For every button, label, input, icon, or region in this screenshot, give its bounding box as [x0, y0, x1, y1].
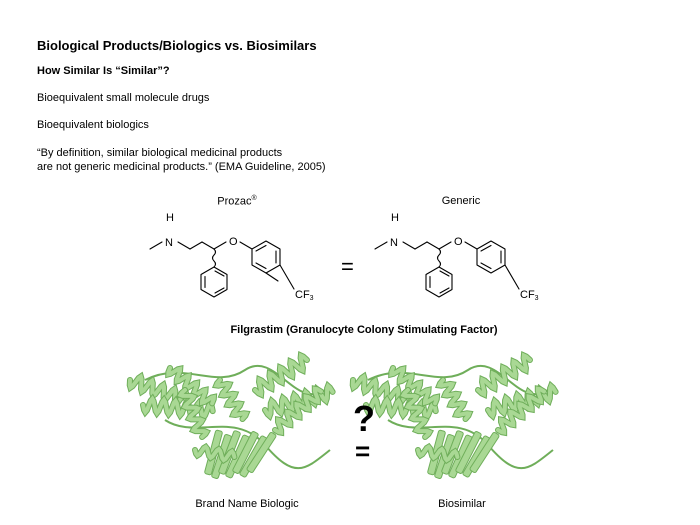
protein-equals-sign: = [355, 436, 371, 466]
generic-label: Generic [441, 195, 481, 207]
generic-cf3: CF3 [520, 289, 539, 302]
small-molecule-text: Bioequivalent small molecule drugs [37, 92, 210, 104]
molecule-equals-sign: = [341, 254, 354, 279]
ema-quote: “By definition, similar biological medic… [37, 146, 326, 174]
prozac-name: Prozac [217, 195, 252, 208]
prozac-cf-sub: 3 [310, 295, 314, 302]
generic-structure: H N O CF3 [374, 212, 539, 302]
prozac-label: Prozac® [217, 195, 256, 208]
generic-atom-o: O [454, 236, 463, 248]
brand-protein-ribbon [126, 350, 336, 479]
generic-atom-n: N [390, 237, 398, 249]
similarity-question-mark: ? [353, 398, 375, 439]
brand-biologic-label: Brand Name Biologic [195, 498, 299, 510]
prozac-atom-h: H [166, 212, 174, 224]
prozac-atom-o: O [229, 236, 238, 248]
filgrastim-heading: Filgrastim (Granulocyte Colony Stimulati… [230, 324, 498, 336]
biosimilar-protein-ribbon [349, 350, 559, 479]
slide-subtitle: How Similar Is “Similar”? [37, 65, 170, 77]
generic-atom-h: H [391, 212, 399, 224]
prozac-cf: CF [295, 289, 310, 301]
generic-cf: CF [520, 289, 535, 301]
prozac-atom-n: N [165, 237, 173, 249]
biologics-text: Bioequivalent biologics [37, 119, 149, 131]
slide-title: Biological Products/Biologics vs. Biosim… [37, 38, 317, 53]
prozac-structure: H N O CF3 [149, 212, 314, 302]
generic-cf-sub: 3 [535, 295, 539, 302]
prozac-cf3: CF3 [295, 289, 314, 302]
ema-quote-line-2: are not generic medicinal products.” (EM… [37, 161, 326, 173]
registered-mark: ® [251, 195, 257, 202]
biosimilar-label: Biosimilar [438, 498, 486, 510]
ema-quote-line-1: “By definition, similar biological medic… [37, 147, 283, 159]
